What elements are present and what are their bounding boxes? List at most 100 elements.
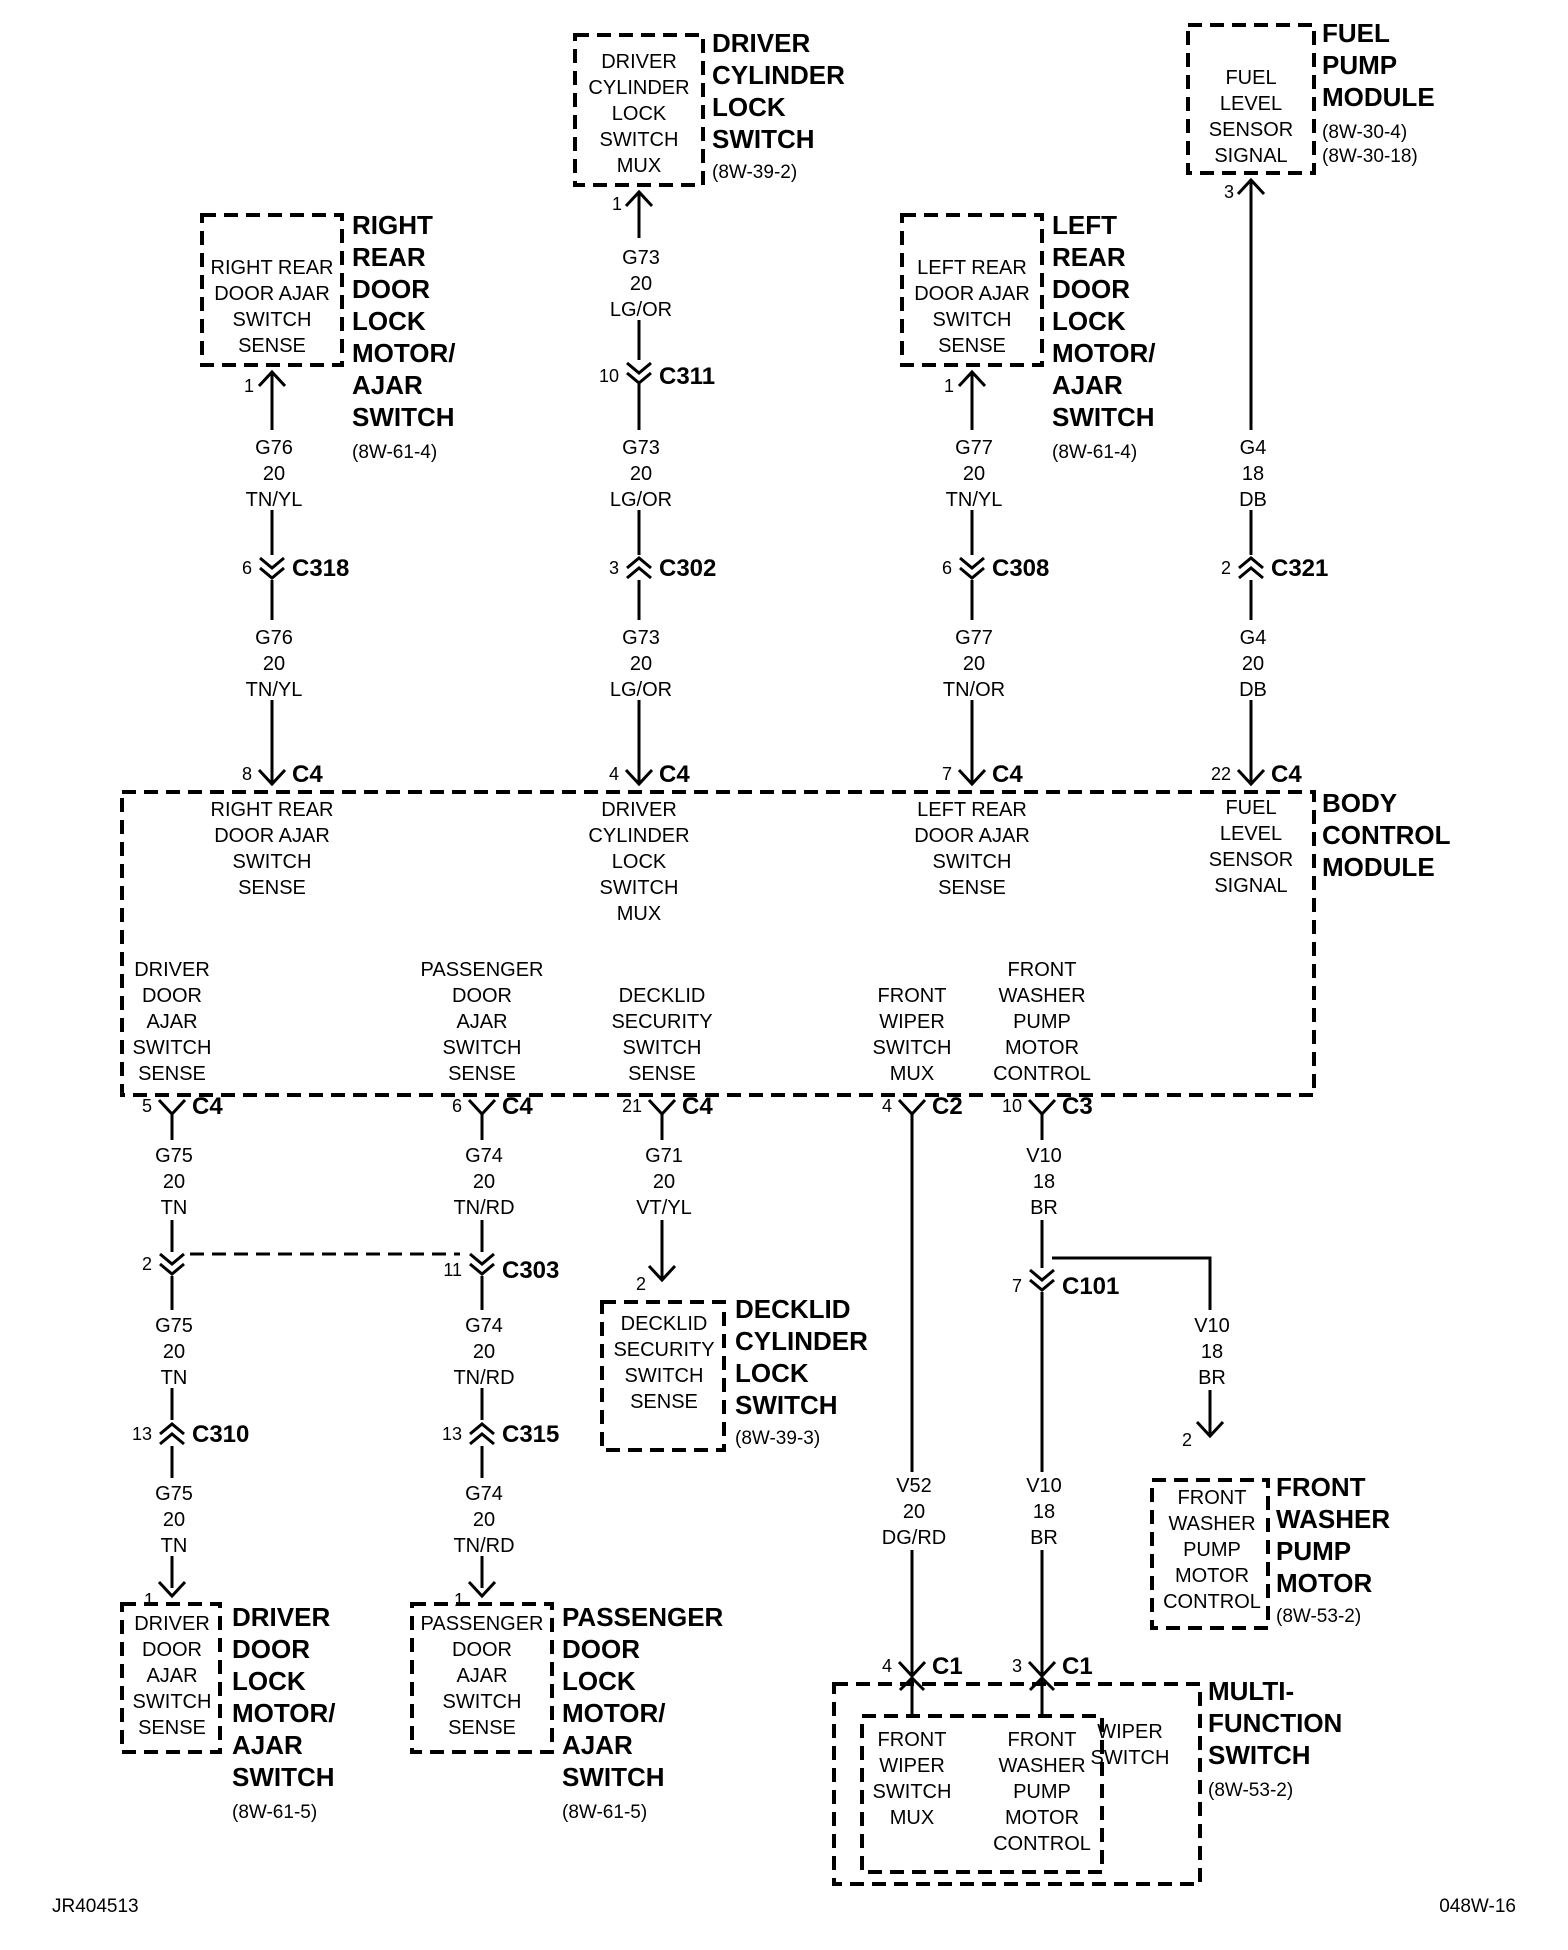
component-inner-label: CYLINDER <box>588 77 689 99</box>
component-name: MOTOR <box>1276 1568 1373 1598</box>
bcm-pin-label: SENSE <box>938 877 1006 899</box>
bcm-bottom-terminal <box>897 1098 927 1117</box>
component-inner-label: SWITCH <box>133 1691 212 1713</box>
component-name: FUNCTION <box>1208 1708 1342 1738</box>
driver-cylinder-lock-switch-box <box>573 33 705 187</box>
pin-number: 2 <box>142 1254 152 1274</box>
pin-number: 4 <box>882 1656 892 1676</box>
component-inner-label: LEFT REAR <box>917 257 1027 279</box>
component-ref: (8W-53-2) <box>1208 1780 1293 1801</box>
bcm-top-terminal <box>624 768 654 787</box>
component-name: MOTOR/ <box>1052 338 1156 368</box>
c302-symbol <box>626 556 652 580</box>
bcm-pin-label: SWITCH <box>933 851 1012 873</box>
wire-label: TN <box>161 1535 188 1557</box>
bcm-pin-label: DOOR AJAR <box>914 825 1030 847</box>
wire-label: G74 <box>465 1483 503 1505</box>
wire-label: 20 <box>963 653 985 675</box>
bcm-pin-label: LEVEL <box>1220 823 1282 845</box>
wire-label: V10 <box>1026 1145 1062 1167</box>
wire-label: TN/RD <box>453 1535 514 1557</box>
wire-label: 20 <box>653 1171 675 1193</box>
wire-label: 20 <box>630 273 652 295</box>
driver-door-lock-box <box>120 1602 222 1754</box>
bcm-pin-label: SENSE <box>238 877 306 899</box>
component-name: PUMP <box>1322 50 1397 80</box>
component-ref: (8W-39-2) <box>712 162 797 183</box>
c303-label: C303 <box>502 1257 559 1284</box>
c308-label: C308 <box>992 555 1049 582</box>
component-ref: (8W-30-4) <box>1322 122 1407 143</box>
pin-number: 3 <box>1224 182 1234 202</box>
wire-label: TN <box>161 1197 188 1219</box>
component-inner-label: SENSE <box>630 1391 698 1413</box>
bcm-pin-label: WASHER <box>998 985 1085 1007</box>
fuel-pump-module-box <box>1186 23 1316 175</box>
component-inner-label: MOTOR <box>1175 1565 1249 1587</box>
mfs-pin-label: MOTOR <box>1005 1807 1079 1829</box>
bcm-top-connector: C4 <box>992 761 1023 788</box>
component-name: CYLINDER <box>735 1326 868 1356</box>
wire-label: G76 <box>255 627 293 649</box>
c308-symbol <box>959 556 985 580</box>
component-inner-label: DOOR AJAR <box>214 283 330 305</box>
labels: DRIVER CYLINDER LOCK SWITCH MUX DRIVER CYLINDE… <box>52 18 1516 1917</box>
bcm-pin-label: MUX <box>617 903 661 925</box>
wire-label: 20 <box>163 1171 185 1193</box>
bcm-pin-label: WIPER <box>879 1011 945 1033</box>
component-name: BODY <box>1322 788 1397 818</box>
fw-pump-terminal <box>1195 1420 1225 1439</box>
component-inner-label: RIGHT REAR <box>211 257 334 279</box>
component-ref: (8W-53-2) <box>1276 1606 1361 1627</box>
wire-branch <box>1052 1256 1212 1310</box>
bcm-pin-label: DOOR <box>142 985 202 1007</box>
component-name: DOOR <box>232 1634 310 1664</box>
bcm-pin-label: AJAR <box>456 1011 507 1033</box>
mfs-pin-label: SWITCH <box>1091 1747 1170 1769</box>
wire-label: G4 <box>1240 437 1267 459</box>
pin-number: 5 <box>142 1096 152 1116</box>
footer-left-id: JR404513 <box>52 1896 139 1917</box>
bcm-bottom-terminal <box>1027 1098 1057 1117</box>
c311-label: C311 <box>659 363 715 390</box>
pin-number: 13 <box>132 1424 152 1444</box>
wire-label: 20 <box>963 463 985 485</box>
component-name: MOTOR/ <box>562 1698 666 1728</box>
bcm-pin-label: DECKLID <box>619 985 706 1007</box>
pin-number: 8 <box>242 764 252 784</box>
bcm-pin-label: SWITCH <box>233 851 312 873</box>
component-inner-label: DRIVER <box>601 51 677 73</box>
wire-label: LG/OR <box>610 489 672 511</box>
component-name: LOCK <box>232 1666 306 1696</box>
component-name: MULTI- <box>1208 1676 1294 1706</box>
component-inner-label: FRONT <box>1178 1487 1247 1509</box>
component-name: MOTOR/ <box>352 338 456 368</box>
splice-symbol <box>159 1252 185 1276</box>
bcm-pin-label: SWITCH <box>443 1037 522 1059</box>
bcm-pin-label: SENSE <box>628 1063 696 1085</box>
component-inner-label: SWITCH <box>600 129 679 151</box>
c315-symbol <box>469 1422 495 1446</box>
fuel-pump-terminal <box>1236 177 1266 196</box>
bcm-pin-label: MOTOR <box>1005 1037 1079 1059</box>
component-name: MODULE <box>1322 82 1435 112</box>
wire-label: 20 <box>263 463 285 485</box>
pin-number: 4 <box>609 764 619 784</box>
component-inner-label: SENSOR <box>1209 119 1293 141</box>
component-name: LOCK <box>562 1666 636 1696</box>
wire-label: V10 <box>1026 1475 1062 1497</box>
c101-symbol <box>1029 1268 1055 1292</box>
bcm-pin-label: DRIVER <box>134 959 210 981</box>
bcm-top-terminal <box>957 768 987 787</box>
pin-number: 1 <box>144 1590 154 1610</box>
pin-number: 10 <box>1002 1096 1022 1116</box>
wire-label: G75 <box>155 1483 193 1505</box>
component-name: DRIVER <box>712 28 810 58</box>
wire-label: G4 <box>1240 627 1267 649</box>
mfs-pin-label: CONTROL <box>993 1833 1091 1855</box>
wire-label: V10 <box>1194 1315 1230 1337</box>
bcm-pin-label: SECURITY <box>611 1011 712 1033</box>
wire-label: 20 <box>473 1171 495 1193</box>
component-ref: (8W-30-18) <box>1322 146 1418 167</box>
mfs-pin-label: WASHER <box>998 1755 1085 1777</box>
